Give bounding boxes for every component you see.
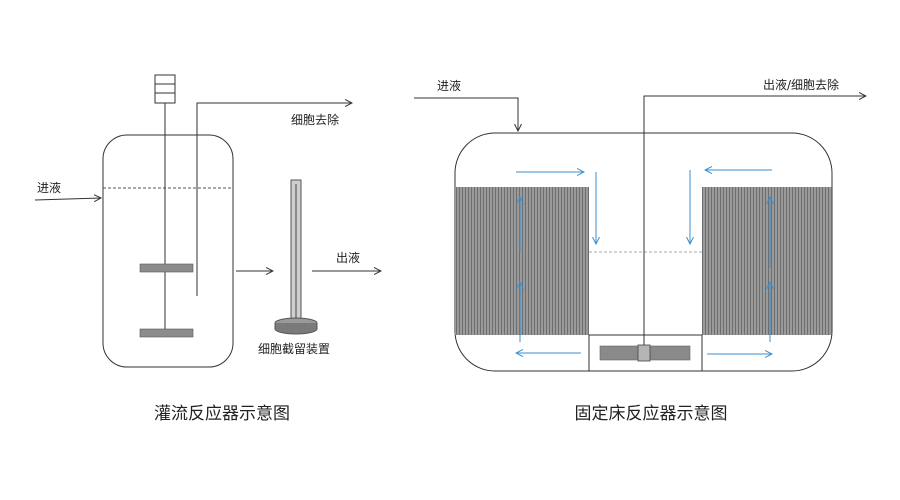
- flow-arrows-right: [690, 170, 772, 354]
- fixed-bed-outlet-pipe: [643, 96, 866, 345]
- perfusion-outlet-label: 出液: [336, 250, 360, 265]
- fixed-bed-outlet-label: 出液/细胞去除: [763, 77, 839, 92]
- perfusion-vessel: [102, 134, 234, 368]
- pump-housing: [588, 334, 703, 372]
- fixed-bed-caption: 固定床反应器示意图: [575, 404, 728, 424]
- fixed-bed-reactor: 出液/细胞去除 进液 固定床反应器示意图: [414, 77, 866, 424]
- cell-removal-pipe: [196, 103, 352, 296]
- packed-bed-right: [702, 187, 832, 335]
- fixed-bed-inlet-label: 进液: [437, 78, 461, 93]
- pump-motor-icon: [637, 344, 651, 362]
- cell-retention-device-icon: [274, 179, 318, 335]
- fixed-bed-inlet-pipe: [414, 97, 518, 131]
- perfusion-inlet-label: 进液: [37, 180, 61, 195]
- stirrer-motor-icon: [154, 74, 176, 104]
- retention-device-label: 细胞截留装置: [258, 342, 330, 356]
- perfusion-reactor: 细胞去除 进液 细胞截留装置 出液 灌流反应器示意图: [34, 74, 381, 424]
- flow-arrows-left: [516, 172, 596, 353]
- cell-removal-label: 细胞去除: [291, 112, 339, 127]
- impeller-upper: [139, 263, 194, 273]
- perfusion-caption: 灌流反应器示意图: [154, 404, 290, 424]
- perfusion-inlet-arrow: [34, 198, 101, 200]
- impeller-lower: [139, 328, 194, 338]
- packed-bed-left: [455, 187, 589, 335]
